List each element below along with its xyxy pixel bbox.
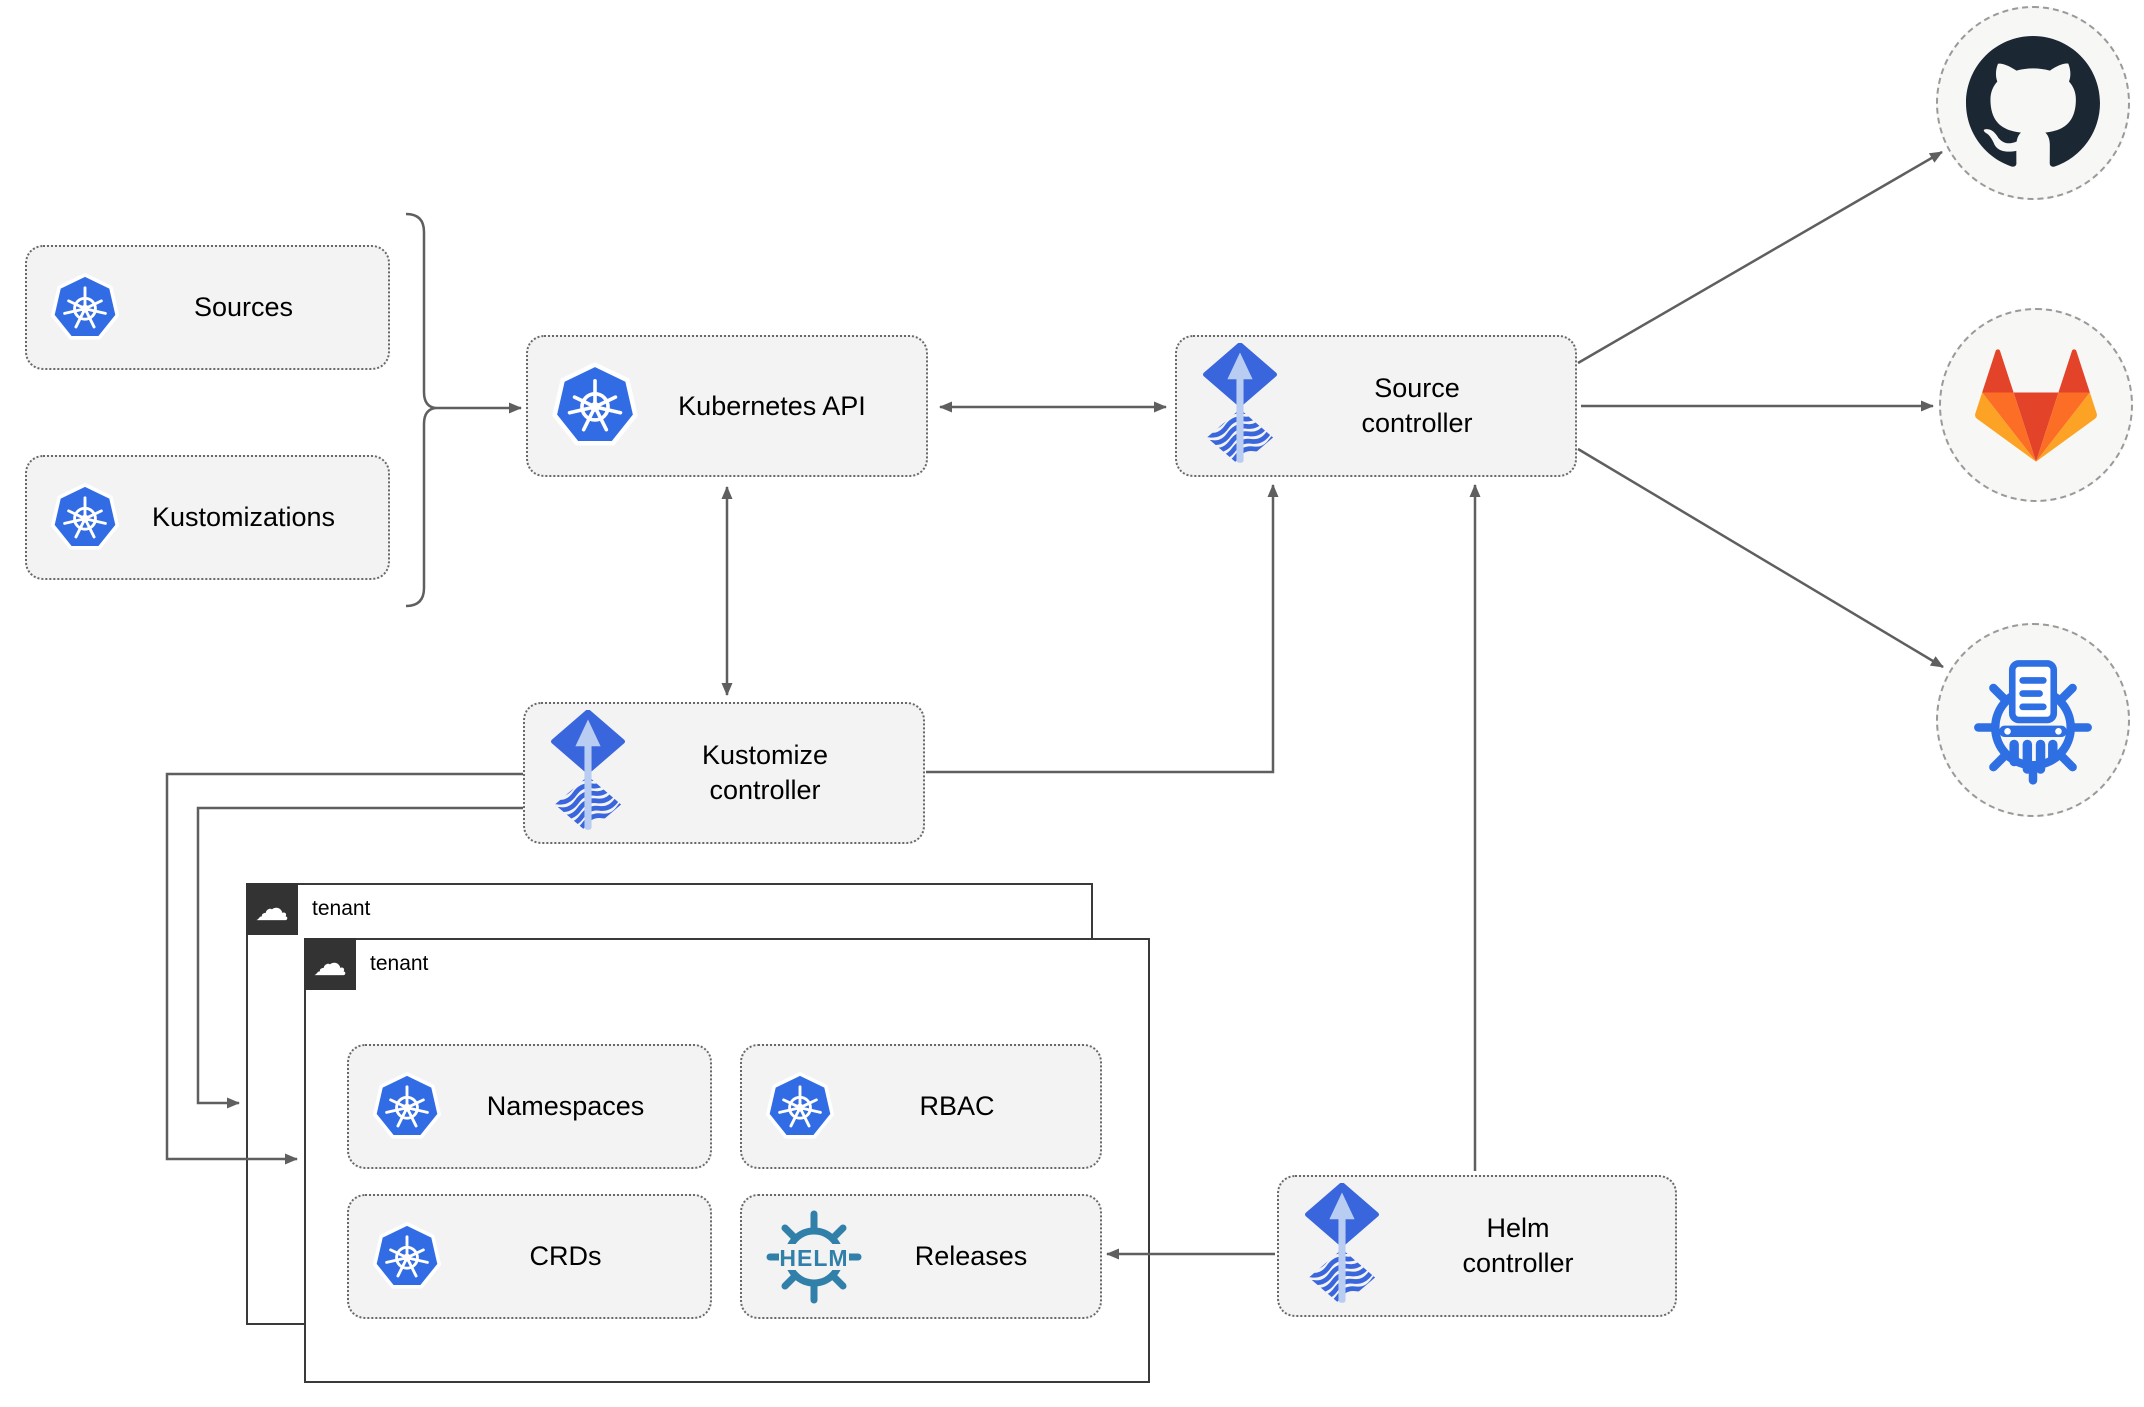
flux-icon	[547, 710, 629, 836]
kubernetes-icon	[49, 482, 121, 554]
kubernetes-icon	[764, 1071, 836, 1143]
kubernetes-icon	[371, 1071, 443, 1143]
node-kustomize-controller: Kustomize controller	[523, 702, 925, 844]
flux-icon	[1199, 343, 1281, 469]
node-sources: Sources	[25, 245, 390, 370]
node-label: Kustomizations	[151, 502, 336, 532]
node-label: Source controller	[1361, 372, 1473, 438]
tenant-label: tenant	[312, 897, 371, 920]
cloud-icon: ☁	[255, 889, 289, 929]
node-source-controller: Source controller	[1175, 335, 1577, 477]
edge-kustomize-to-source	[926, 484, 1279, 774]
edge-source-to-github	[1577, 150, 1943, 365]
node-releases: HELM Releases	[740, 1194, 1102, 1319]
cloud-icon: ☁	[313, 944, 347, 984]
registry-wheel-icon	[1967, 654, 2099, 786]
node-label: CRDs	[529, 1241, 602, 1271]
node-namespaces: Namespaces	[347, 1044, 712, 1169]
bracket-sources-group	[405, 212, 437, 608]
node-crds: CRDs	[347, 1194, 712, 1319]
node-kubernetes-api: Kubernetes API	[526, 335, 928, 477]
node-label: Releases	[914, 1241, 1028, 1271]
flux-icon	[1301, 1183, 1383, 1309]
tenant-label: tenant	[370, 952, 429, 975]
node-label: Sources	[193, 292, 294, 322]
remote-gitlab	[1939, 308, 2133, 502]
helm-wheel-text: HELM	[779, 1245, 848, 1271]
kubernetes-icon	[371, 1221, 443, 1293]
helm-icon: HELM	[764, 1207, 864, 1307]
gitlab-icon	[1975, 348, 2097, 462]
tenant-badge: ☁	[246, 883, 298, 935]
node-label: Helm controller	[1462, 1212, 1574, 1278]
remote-registry	[1936, 623, 2130, 817]
node-rbac: RBAC	[740, 1044, 1102, 1169]
edge-source-to-registry	[1577, 447, 1944, 669]
tenant-frame-front: ☁ tenant Namespaces	[304, 938, 1150, 1383]
node-kustomizations: Kustomizations	[25, 455, 390, 580]
node-label: Kustomize controller	[701, 739, 829, 805]
node-label: Kubernetes API	[678, 390, 866, 421]
github-icon	[1966, 36, 2100, 170]
kubernetes-icon	[49, 272, 121, 344]
node-helm-controller: Helm controller	[1277, 1175, 1677, 1317]
kubernetes-icon	[550, 361, 640, 451]
node-label: RBAC	[919, 1091, 995, 1121]
node-label: Namespaces	[486, 1091, 645, 1121]
remote-github	[1936, 6, 2130, 200]
tenant-badge: ☁	[304, 938, 356, 990]
